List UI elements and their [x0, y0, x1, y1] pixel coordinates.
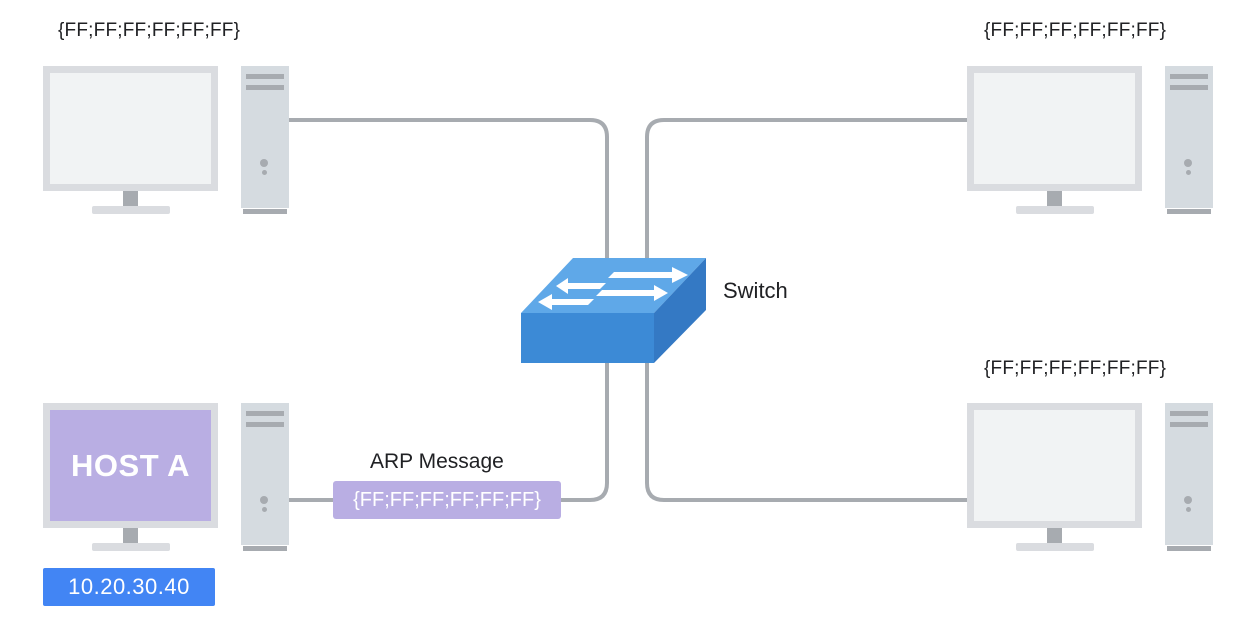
switch-front-face [521, 313, 654, 363]
cable-top-right [645, 118, 968, 262]
computer-tower-icon [1165, 403, 1213, 551]
cable-bottom-right [645, 360, 968, 502]
switch-arrows-icon [538, 267, 688, 310]
monitor-screen [50, 73, 211, 184]
host-a-monitor-icon: HOST A [43, 403, 218, 551]
monitor-icon [43, 66, 218, 214]
cable-host-a [289, 360, 609, 502]
mac-label-top-right: {FF;FF;FF;FF;FF;FF} [984, 20, 1167, 41]
computer-tower-icon [241, 403, 289, 551]
host-a-label: HOST A [71, 447, 190, 483]
arp-message-payload: {FF;FF;FF;FF;FF;FF} [333, 481, 561, 519]
computer-tower-icon [1165, 66, 1213, 214]
monitor-icon [967, 66, 1142, 214]
network-switch-icon [521, 258, 706, 363]
monitor-screen [974, 73, 1135, 184]
monitor-screen [974, 410, 1135, 521]
arp-message-title: ARP Message [370, 450, 504, 473]
computer-tower-icon [241, 66, 289, 214]
cable-top-left [289, 118, 609, 262]
host-a-ip-badge: 10.20.30.40 [43, 568, 215, 606]
host-a-screen: HOST A [50, 410, 211, 521]
mac-label-bottom-right: {FF;FF;FF;FF;FF;FF} [984, 358, 1167, 379]
monitor-icon [967, 403, 1142, 551]
mac-label-top-left: {FF;FF;FF;FF;FF;FF} [58, 20, 241, 41]
switch-label: Switch [723, 278, 788, 303]
switch-side-face [654, 258, 706, 363]
